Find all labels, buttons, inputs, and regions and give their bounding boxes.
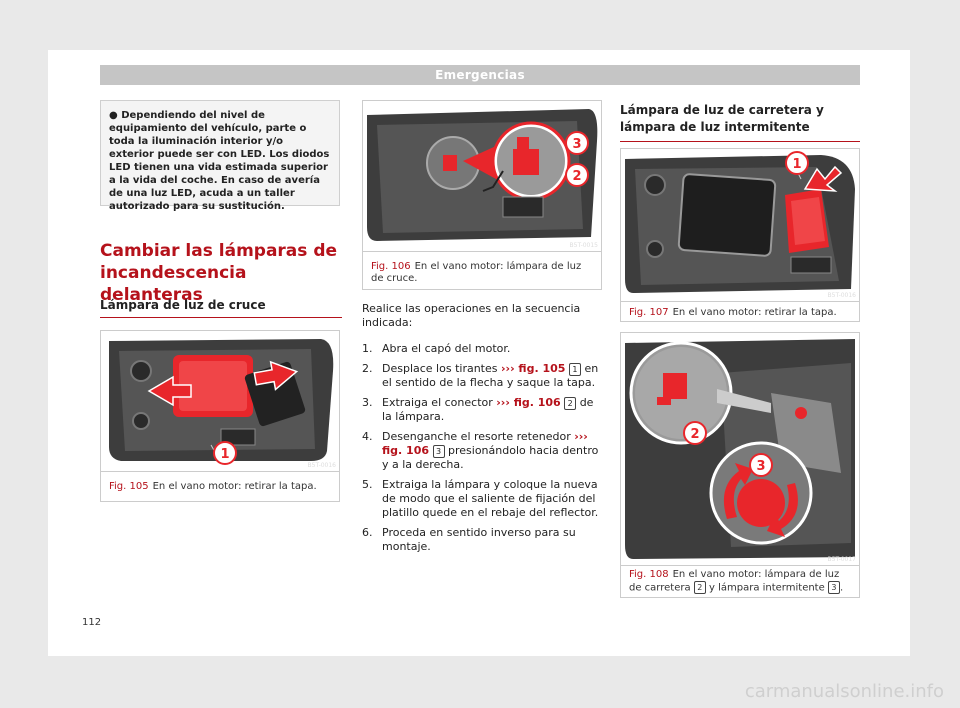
- callout-1: 1: [220, 447, 229, 462]
- step-text: en el sentido de la flecha y saque la ta…: [382, 362, 599, 389]
- step-number: 4.: [362, 430, 373, 443]
- figure-code: B5T-0016: [307, 462, 336, 469]
- figure-105-image: 1 B5T-0016: [101, 331, 339, 472]
- figure-link[interactable]: ››› fig. 106: [496, 396, 561, 409]
- step-text: Abra el capó del motor.: [382, 342, 511, 355]
- step-text: Desplace los tirantes: [382, 362, 498, 375]
- step-number: 3.: [362, 396, 373, 409]
- figure-label: Fig. 108: [629, 569, 669, 580]
- figure-link[interactable]: ››› fig. 105: [501, 362, 566, 375]
- list-item: 2. Desplace los tirantes ››› fig. 105 1 e…: [362, 362, 602, 390]
- figure-code: B5T-0016: [827, 292, 856, 299]
- callout-badge: 3: [827, 581, 840, 594]
- caption-text: En el vano motor: lámpara de luz de carr…: [629, 569, 840, 594]
- list-item: 1. Abra el capó del motor.: [362, 342, 602, 356]
- list-item: 6. Proceda en sentido inverso para su mon…: [362, 526, 602, 554]
- caption-text: En el vano motor: retirar la tapa.: [672, 307, 837, 318]
- callout-badge: 2: [564, 396, 577, 410]
- high-beam-cover-illustration: 1: [621, 149, 859, 301]
- callout-badge: 2: [693, 581, 706, 594]
- step-text: Proceda en sentido inverso para su monta…: [382, 526, 576, 553]
- callout-badge: 3: [432, 444, 445, 458]
- high-beam-and-indicator-bulb-illustration: 2 3: [621, 333, 859, 565]
- instructions-intro: Realice las operaciones en la secuencia …: [362, 302, 581, 329]
- instruction-steps: 1. Abra el capó del motor. 2. Desplace los…: [362, 342, 602, 560]
- figure-code: B5T-0017: [827, 556, 856, 563]
- callout-3: 3: [756, 459, 765, 474]
- figure-106-image: 3 2 B5T-0015: [363, 101, 601, 252]
- step-text: de la lámpara.: [382, 396, 594, 423]
- figure-107-image: 1 B5T-0016: [621, 149, 859, 302]
- caption-text: En el vano motor: lámpara de luz de cruc…: [371, 261, 582, 284]
- led-note-text: Dependiendo del nivel de equipamiento de…: [109, 110, 330, 212]
- bullet-icon: ●: [109, 110, 122, 121]
- list-item: 4. Desenganche el resorte retenedor ››› f…: [362, 430, 602, 472]
- callout-2: 2: [690, 427, 699, 442]
- subsection-title-high-beam: Lámpara de luz de carretera y lámpara de…: [620, 102, 860, 142]
- page-header: Emergencias: [100, 65, 860, 85]
- figure-108-image: 2 3 B5T-0017: [621, 333, 859, 566]
- step-text: presionándolo hacia den­tro y a la derec…: [382, 444, 599, 471]
- figure-link[interactable]: ››› fig. 106: [382, 430, 588, 457]
- list-item: 3. Extraiga el conector ››› fig. 106 2 de…: [362, 396, 602, 424]
- headlight-cover-illustration: 1: [101, 331, 339, 471]
- callout-1: 1: [792, 157, 801, 172]
- step-text: Desenganche el resorte retenedor: [382, 430, 571, 443]
- caption-text: En el vano motor: retirar la tapa.: [152, 481, 317, 492]
- section-title: Cambiar las lámparas de incan­descencia …: [100, 241, 338, 305]
- callout-3: 3: [572, 137, 581, 152]
- figure-label: Fig. 105: [109, 481, 149, 492]
- step-number: 5.: [362, 478, 373, 491]
- step-text: Extraiga el conector: [382, 396, 493, 409]
- callout-2: 2: [572, 169, 581, 184]
- low-beam-bulb-illustration: 3 2: [363, 101, 601, 251]
- step-number: 1.: [362, 342, 373, 355]
- list-item: 5. Extraiga la lámpara y coloque la nueva…: [362, 478, 602, 520]
- subsection-title-low-beam: Lámpara de luz de cruce: [100, 298, 342, 318]
- callout-badge: 1: [568, 362, 581, 376]
- step-text: Extraiga la lámpara y coloque la nueva d…: [382, 478, 599, 519]
- step-number: 6.: [362, 526, 373, 539]
- watermark: carmanualsonline.info: [744, 681, 944, 702]
- figure-label: Fig. 107: [629, 307, 669, 318]
- figure-label: Fig. 106: [371, 261, 411, 272]
- caption-period: .: [839, 582, 844, 594]
- step-number: 2.: [362, 362, 373, 375]
- page-number: 112: [82, 617, 102, 628]
- caption-text: y lámpara intermitente: [708, 582, 825, 594]
- figure-code: B5T-0015: [569, 242, 598, 249]
- led-note-box: ● Dependiendo del nivel de equipamiento …: [100, 100, 340, 212]
